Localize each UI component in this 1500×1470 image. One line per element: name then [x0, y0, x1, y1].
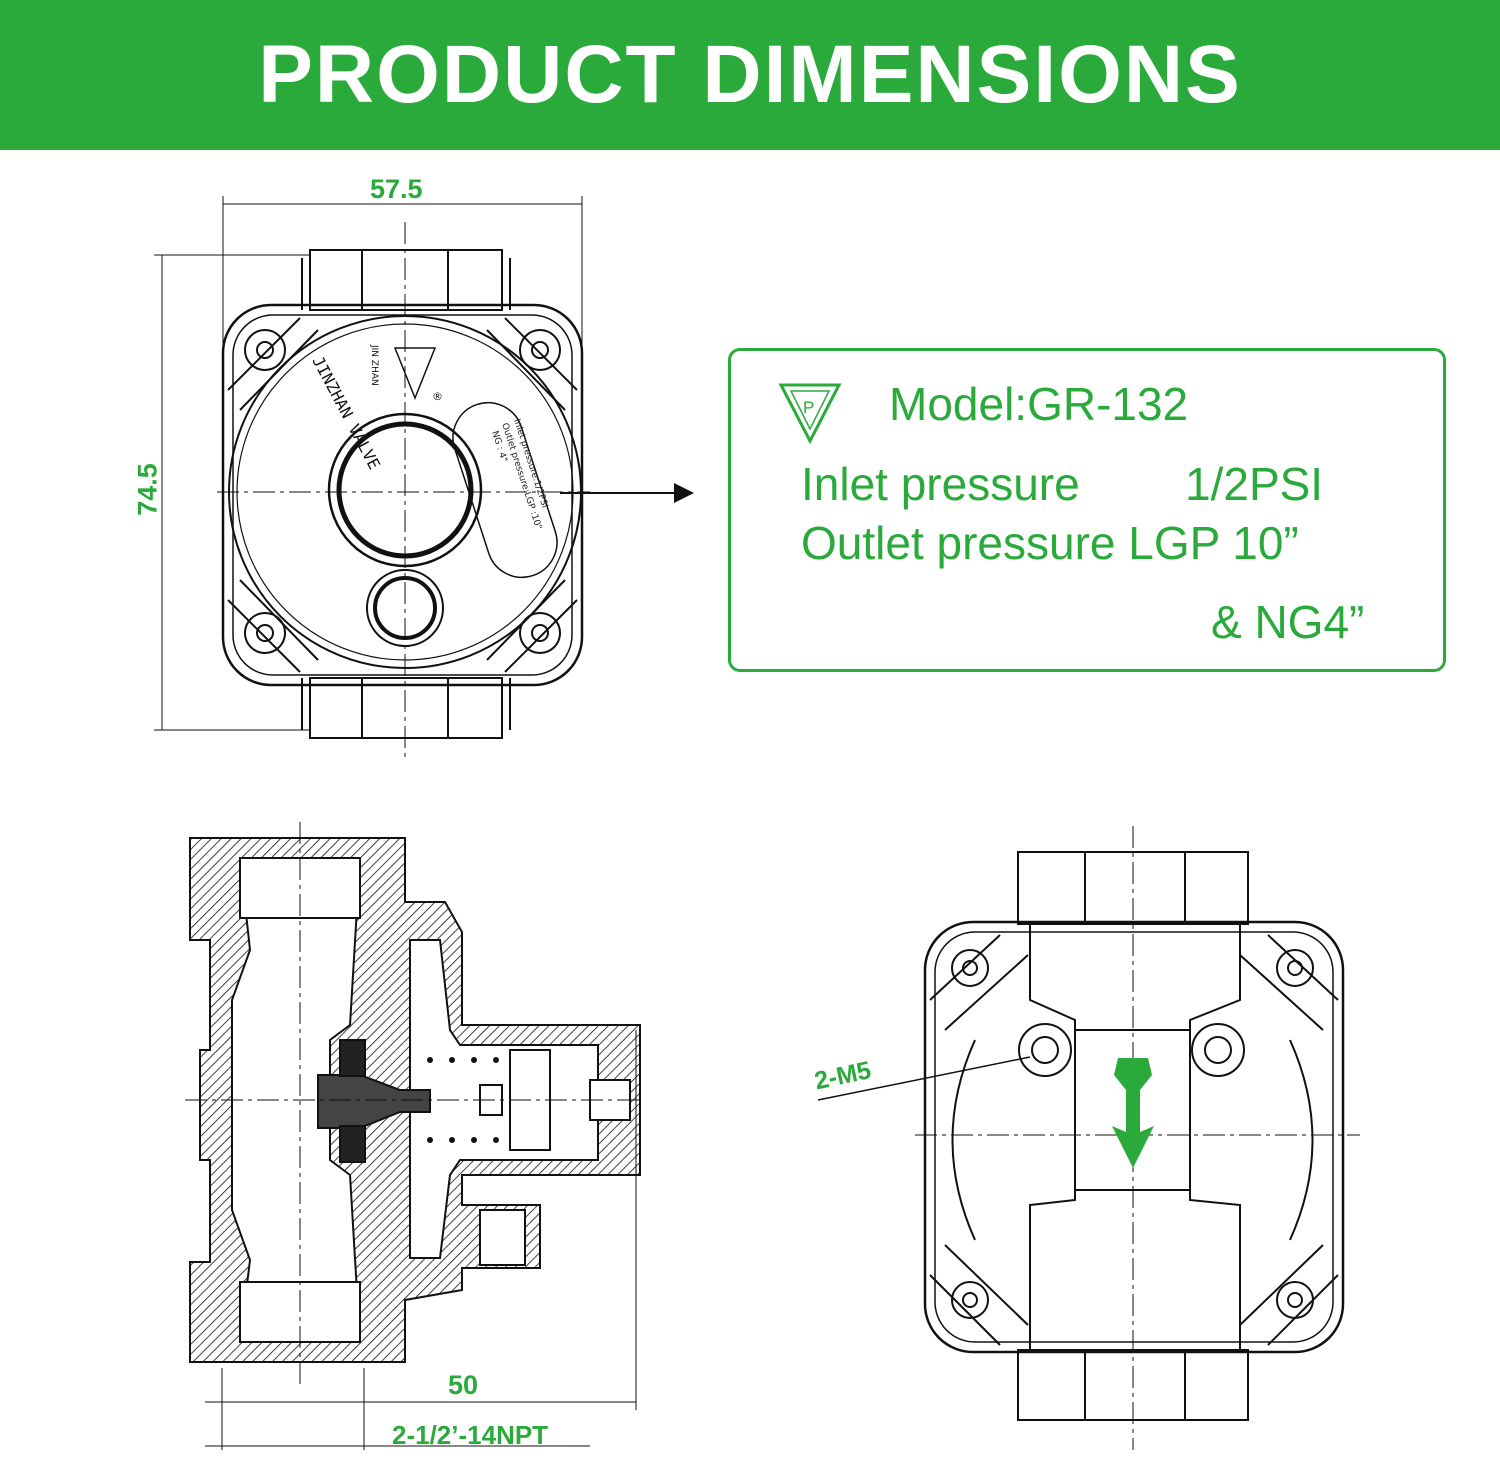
inlet-pressure-row: Inlet pressure 1/2PSI — [801, 457, 1361, 513]
inlet-pressure-value: 1/2PSI — [1185, 458, 1324, 510]
corner-screw-icon — [951, 949, 989, 987]
corner-screw-icon — [244, 612, 286, 654]
pressure-label-sticker — [452, 401, 558, 579]
corner-screw-icon — [1276, 1281, 1314, 1319]
depth-dimension-label: 50 — [448, 1370, 479, 1400]
certification-logo-icon — [393, 347, 437, 401]
valve-disc — [317, 1074, 431, 1129]
flow-direction-arrow-icon — [1112, 1058, 1154, 1168]
mounting-hole-icon — [1191, 1023, 1245, 1077]
bottom-view-drawing — [817, 826, 1360, 1450]
thread-dimension-label: 2-1/2’-14NPT — [392, 1420, 549, 1450]
outlet-pressure-line: Outlet pressure LGP 10” — [801, 517, 1299, 569]
bottom-view-top-connector — [1017, 851, 1249, 925]
height-dimension-label: 74.5 — [132, 463, 163, 516]
spring-icon — [427, 1057, 499, 1143]
header-banner: PRODUCT DIMENSIONS — [0, 0, 1500, 150]
corner-screw-icon — [1276, 949, 1314, 987]
bottom-outlet-connector — [309, 677, 503, 739]
top-view-drawing — [154, 196, 694, 760]
outlet-pressure-line-2: & NG4” — [1211, 596, 1365, 648]
section-view-drawing — [185, 822, 641, 1450]
mounting-hole-icon — [1018, 1023, 1072, 1077]
model-number: Model:GR-132 — [889, 378, 1189, 430]
corner-screw-icon — [951, 1281, 989, 1319]
top-view-labels: JINZHAN VALVE JIN ZHAN ® Inlet pressure:… — [308, 344, 549, 531]
page-title: PRODUCT DIMENSIONS — [258, 29, 1242, 120]
specification-box: P Model:GR-132 Inlet pressure 1/2PSI Out… — [728, 348, 1446, 672]
screw-leader-line — [817, 1056, 1031, 1101]
regulator-housing — [221, 303, 584, 687]
top-inlet-connector — [309, 249, 503, 311]
corner-screw-icon — [519, 612, 561, 654]
corner-screw-icon — [519, 329, 561, 371]
relief-valve — [479, 1209, 526, 1266]
bottom-view-housing — [923, 920, 1345, 1354]
corner-screw-icon — [244, 329, 286, 371]
brand-sub-label: JIN ZHAN — [369, 344, 379, 386]
certification-logo-icon: P — [778, 383, 842, 445]
inlet-pressure-label: Inlet pressure — [801, 458, 1080, 510]
width-dimension-label: 57.5 — [370, 174, 423, 204]
logo-letter: P — [803, 398, 814, 417]
registered-mark: ® — [432, 390, 443, 403]
